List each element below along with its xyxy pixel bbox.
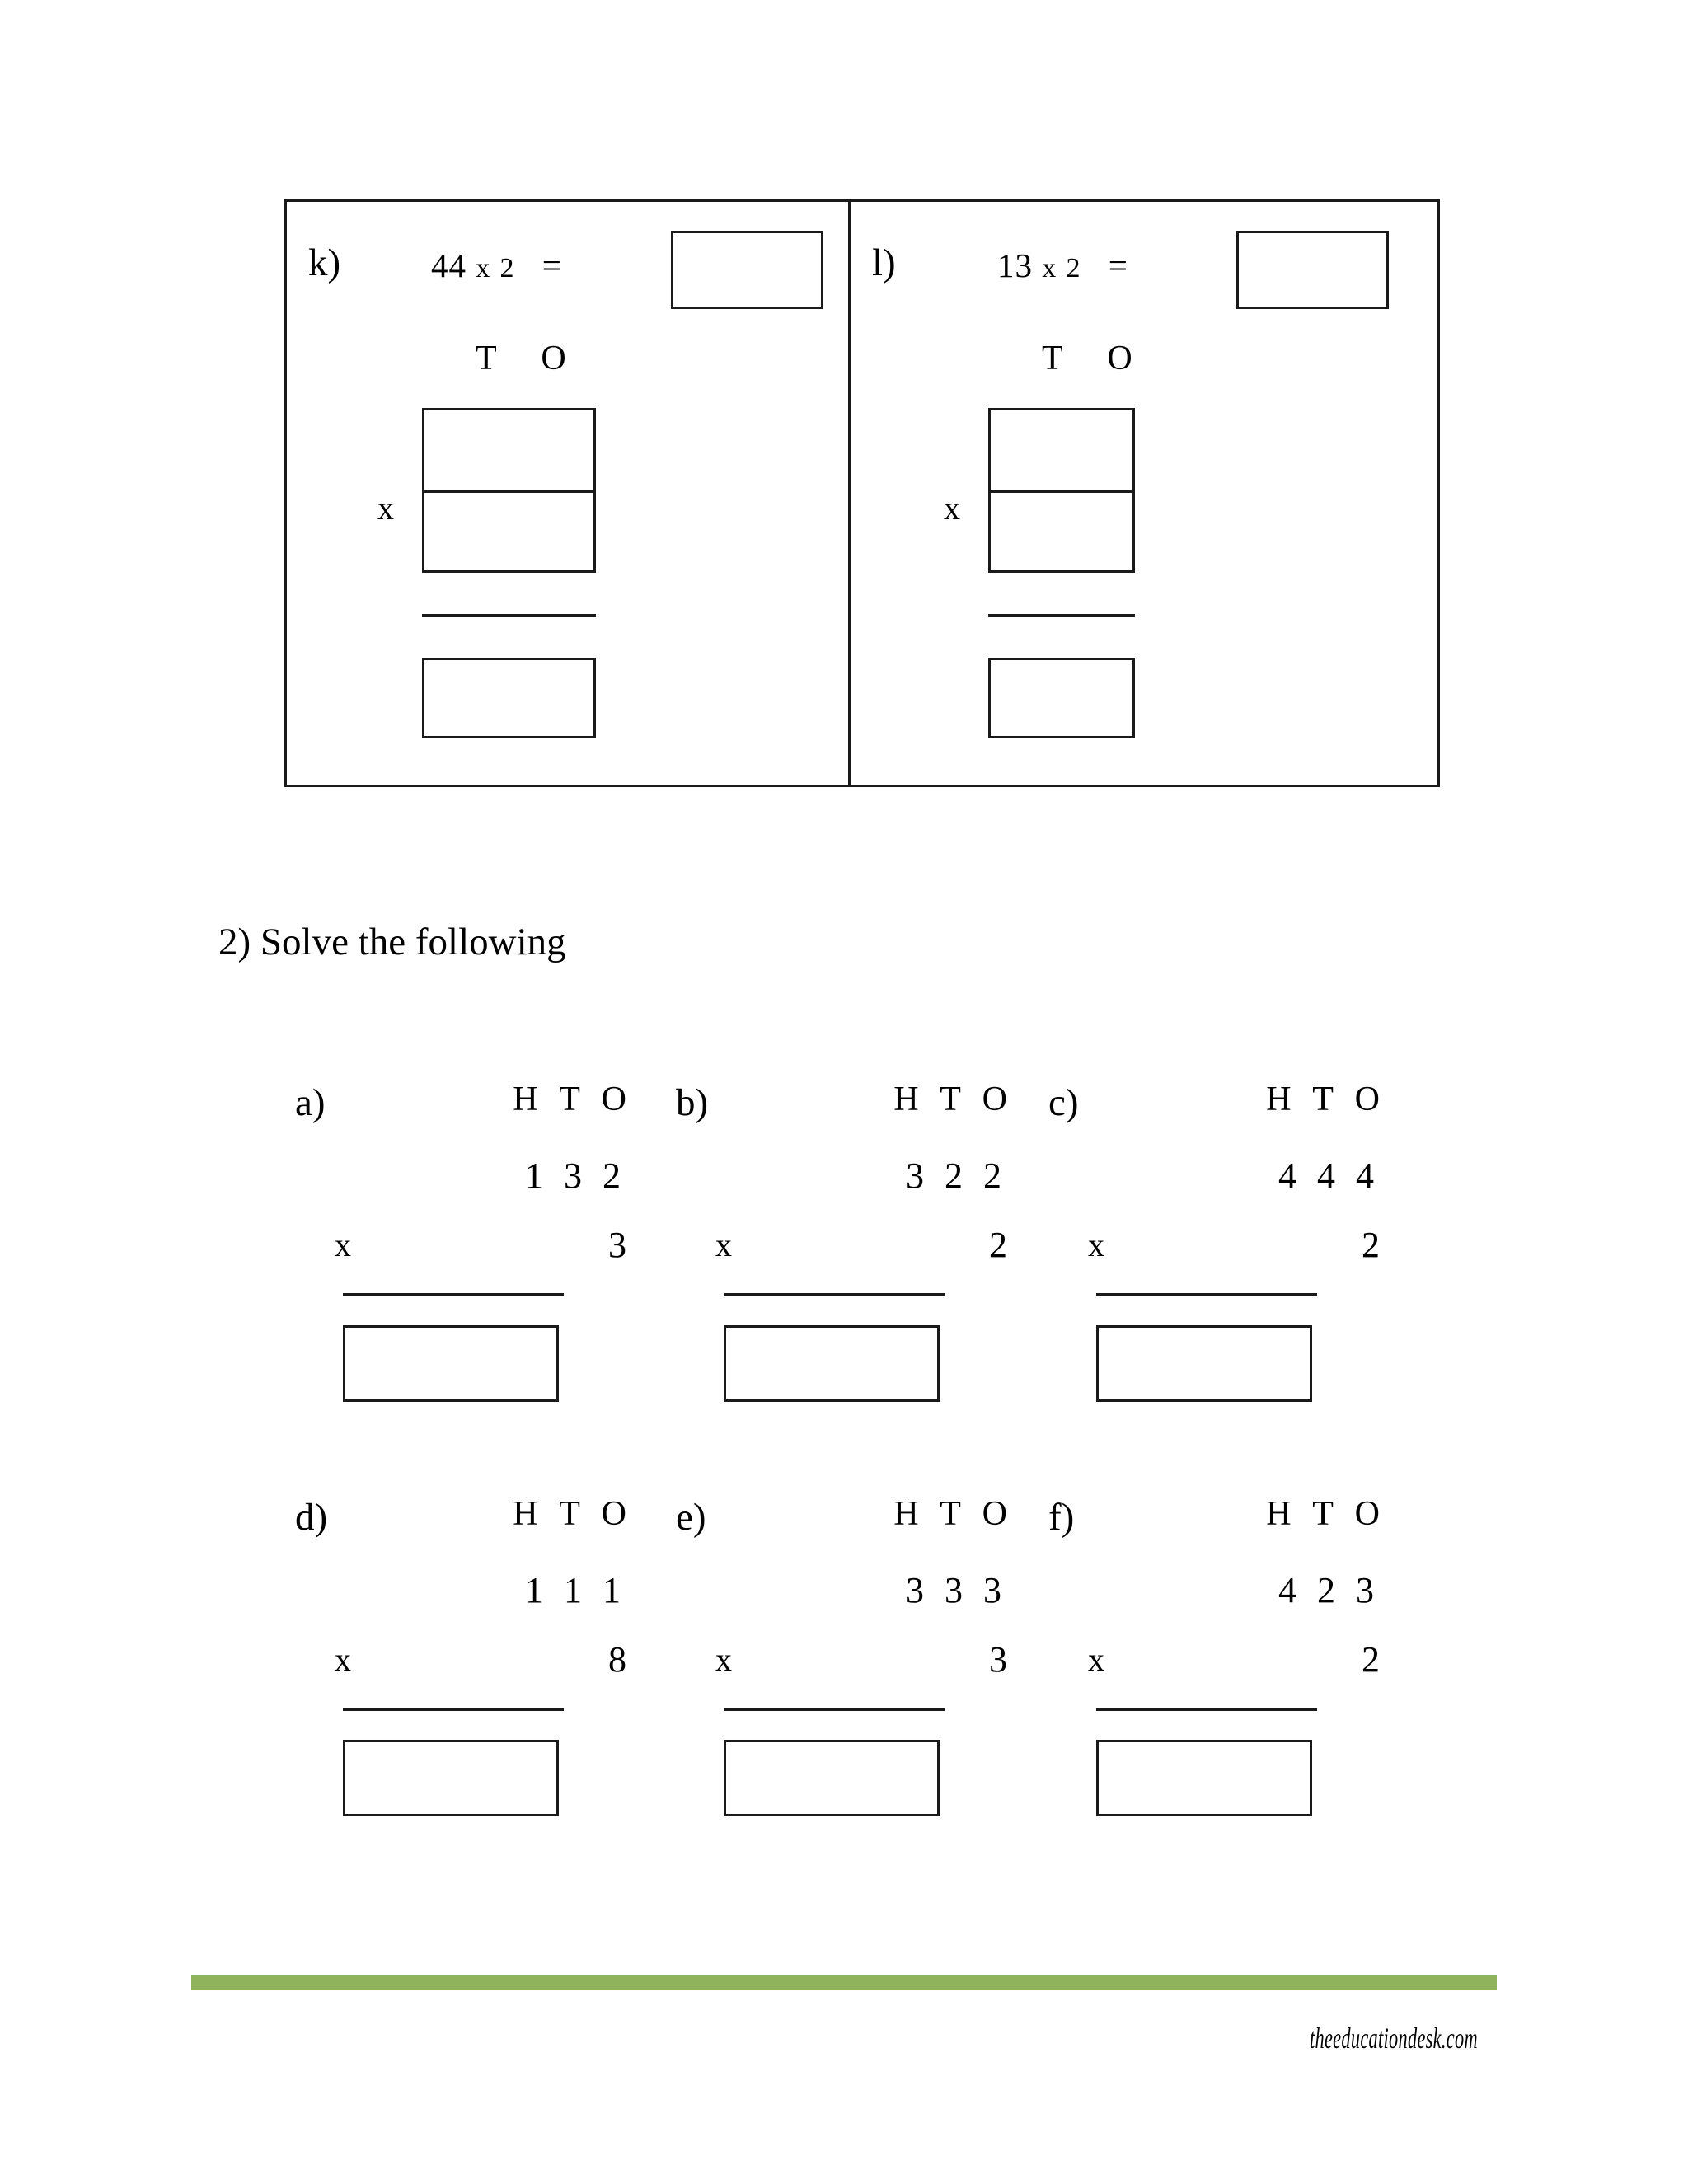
- answer-box-c[interactable]: [1096, 1325, 1312, 1402]
- multiplicand-f: 4 2 3: [1278, 1570, 1380, 1610]
- multiplier-b: 2: [989, 1225, 1007, 1265]
- problem-label-a: a): [295, 1081, 326, 1124]
- multiplier-sign-c: x: [1088, 1226, 1104, 1263]
- answer-box-l[interactable]: [1236, 231, 1389, 309]
- multiplicand-e: 3 3 3: [906, 1570, 1007, 1610]
- multiplier-sign-d: x: [335, 1641, 351, 1678]
- multiplier-sign-l: x: [944, 490, 960, 527]
- equation-equals: =: [1108, 246, 1128, 284]
- sum-rule-c: [1096, 1293, 1317, 1296]
- place-value-grid-l[interactable]: [988, 408, 1135, 573]
- problem-label-d: d): [295, 1496, 328, 1539]
- sum-rule-k: [422, 614, 596, 617]
- place-value-grid-k[interactable]: [422, 408, 596, 573]
- multiplicand-c: 4 4 4: [1278, 1155, 1380, 1196]
- problem-label-f: f): [1048, 1496, 1075, 1539]
- sum-rule-d: [343, 1708, 564, 1711]
- footer-divider-bar: [191, 1975, 1497, 1990]
- sum-rule-f: [1096, 1708, 1317, 1711]
- problem-a: a) H T O 1 3 2 x 3: [295, 1051, 641, 1402]
- equation-operand-a: 13: [997, 246, 1033, 284]
- place-value-header-l: T O: [1042, 340, 1151, 377]
- multiplicand-b: 3 2 2: [906, 1155, 1007, 1196]
- place-value-header-a: H T O: [513, 1080, 633, 1118]
- problem-c: c) H T O 4 4 4 x 2: [1048, 1051, 1395, 1402]
- equation-operand-b: 2: [1066, 253, 1081, 284]
- place-value-header-b: H T O: [893, 1080, 1014, 1118]
- sum-rule-l: [988, 614, 1135, 617]
- problem-label-e: e): [676, 1496, 706, 1539]
- exercise-panel-l: l) 13 x 2 = T O x: [851, 202, 1437, 785]
- exercise-label-l: l): [872, 241, 896, 284]
- exercise-panel-k: k) 44 x 2 = T O x: [287, 202, 851, 785]
- multiplier-sign-e: x: [715, 1641, 732, 1678]
- answer-box-k[interactable]: [671, 231, 823, 309]
- multiplier-a: 3: [608, 1225, 626, 1265]
- sum-rule-e: [724, 1708, 945, 1711]
- place-value-header-e: H T O: [893, 1495, 1014, 1533]
- multiplicand-d: 1 1 1: [525, 1570, 626, 1610]
- problem-label-b: b): [676, 1081, 709, 1124]
- grid-row-divider: [991, 490, 1132, 493]
- answer-box-b[interactable]: [724, 1325, 940, 1402]
- footer-credit: theeducationdesk.com: [1310, 2022, 1478, 2055]
- problem-f: f) H T O 4 2 3 x 2: [1048, 1465, 1395, 1816]
- top-exercise-table: k) 44 x 2 = T O x l) 13 x 2 = T O x: [284, 199, 1440, 787]
- answer-box-e[interactable]: [724, 1740, 940, 1816]
- place-value-header-d: H T O: [513, 1495, 633, 1533]
- equation-operator: x: [1042, 253, 1057, 284]
- place-value-header-k: T O: [476, 340, 584, 377]
- multiplier-sign-k: x: [377, 490, 394, 527]
- problem-label-c: c): [1048, 1081, 1079, 1124]
- equation-operand-a: 44: [431, 246, 467, 284]
- problem-e: e) H T O 3 3 3 x 3: [676, 1465, 1022, 1816]
- answer-box-f[interactable]: [1096, 1740, 1312, 1816]
- grid-row-divider: [424, 490, 593, 493]
- multiplier-c: 2: [1362, 1225, 1380, 1265]
- answer-box-a[interactable]: [343, 1325, 559, 1402]
- place-value-header-f: H T O: [1266, 1495, 1386, 1533]
- sum-rule-b: [724, 1293, 945, 1296]
- multiplier-d: 8: [608, 1639, 626, 1680]
- equation-equals: =: [542, 246, 562, 284]
- result-box-k[interactable]: [422, 658, 596, 738]
- multiplier-f: 2: [1362, 1639, 1380, 1680]
- exercise-equation-l: 13 x 2 =: [997, 249, 1128, 283]
- exercise-label-k: k): [308, 241, 341, 284]
- sum-rule-a: [343, 1293, 564, 1296]
- multiplier-sign-f: x: [1088, 1641, 1104, 1678]
- multiplicand-a: 1 3 2: [525, 1155, 626, 1196]
- problem-d: d) H T O 1 1 1 x 8: [295, 1465, 641, 1816]
- answer-box-d[interactable]: [343, 1740, 559, 1816]
- question-2-heading: 2) Solve the following: [218, 921, 566, 963]
- multiplier-sign-b: x: [715, 1226, 732, 1263]
- problem-b: b) H T O 3 2 2 x 2: [676, 1051, 1022, 1402]
- equation-operator: x: [476, 253, 491, 284]
- result-box-l[interactable]: [988, 658, 1135, 738]
- exercise-equation-k: 44 x 2 =: [431, 249, 562, 283]
- multiplier-e: 3: [989, 1639, 1007, 1680]
- equation-operand-b: 2: [499, 253, 515, 284]
- place-value-header-c: H T O: [1266, 1080, 1386, 1118]
- multiplier-sign-a: x: [335, 1226, 351, 1263]
